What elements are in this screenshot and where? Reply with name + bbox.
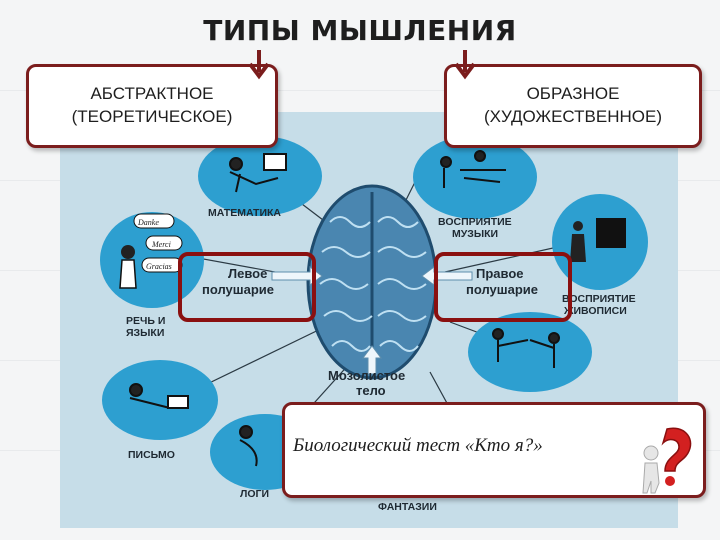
speech-bubble-3: Gracias [146,262,172,271]
abstract-title: АБСТРАКТНОЕ [90,84,214,104]
bio-test-box[interactable]: Биологический тест «Кто я?» [282,402,706,498]
math-label: МАТЕМАТИКА [208,207,281,219]
right-hemisphere-highlight [434,252,572,322]
speech-label-2: ЯЗЫКИ [126,327,164,339]
left-hemisphere-label-2: полушарие [202,282,274,297]
corpus-arrow-icon [362,345,382,375]
music-figure-icon [440,150,506,188]
math-node [198,136,322,216]
speech-bubble-1: Danke [137,218,159,227]
left-arrow-icon [271,266,323,286]
right-hemisphere-label-2: полушарие [466,282,538,297]
fantasy-label: ФАНТАЗИИ [378,501,437,513]
down-arrow-right-icon [454,50,476,80]
page-title: ТИПЫ МЫШЛЕНИЯ [203,14,517,47]
logic-label: ЛОГИ [240,488,269,500]
brain-illustration [306,184,438,380]
logic-figure-icon [239,425,258,467]
painting-label-2: ЖИВОПИСИ [563,305,627,317]
math-figure-icon [229,153,287,193]
figurative-thinking-callout: ОБРАЗНОЕ (ХУДОЖЕСТВЕННОЕ) [444,64,702,148]
music-label-1: ВОСПРИЯТИЕ [438,216,512,228]
dance-figure-icon [492,328,560,368]
left-hemisphere-highlight [178,252,316,322]
corpus-label-2: тело [356,383,386,398]
music-node [413,135,537,219]
writing-figure-icon [129,383,189,409]
corpus-label-1: Мозолистое [328,368,405,383]
bio-test-label[interactable]: Биологический тест «Кто я?» [293,435,543,456]
left-hemisphere-label-1: Левое [228,266,267,281]
painting-label-1: ВОСПРИЯТИЕ [562,293,636,305]
down-arrow-left-icon [248,50,270,80]
question-figure-icon [642,427,692,494]
writing-label: ПИСЬМО [128,449,175,461]
right-hemisphere-label-1: Правое [476,266,524,281]
abstract-subtitle: (ТЕОРЕТИЧЕСКОЕ) [71,107,233,126]
speech-figure-icon [119,213,183,289]
figurative-title: ОБРАЗНОЕ [526,84,620,104]
brain-diagram: МАТЕМАТИКА Danke Merci Gracias РЕЧЬ И ЯЗ… [100,135,648,513]
speech-bubble-2: Merci [151,240,171,249]
abstract-thinking-callout: АБСТРАКТНОЕ (ТЕОРЕТИЧЕСКОЕ) [26,64,278,148]
brain-diagram-panel: МАТЕМАТИКА Danke Merci Gracias РЕЧЬ И ЯЗ… [60,112,678,528]
figurative-subtitle: (ХУДОЖЕСТВЕННОЕ) [484,107,662,126]
music-label-2: МУЗЫКИ [452,228,498,240]
painting-figure-icon [570,218,626,262]
writing-node [102,360,218,440]
speech-label-1: РЕЧЬ И [126,315,165,327]
dance-node [468,312,592,392]
